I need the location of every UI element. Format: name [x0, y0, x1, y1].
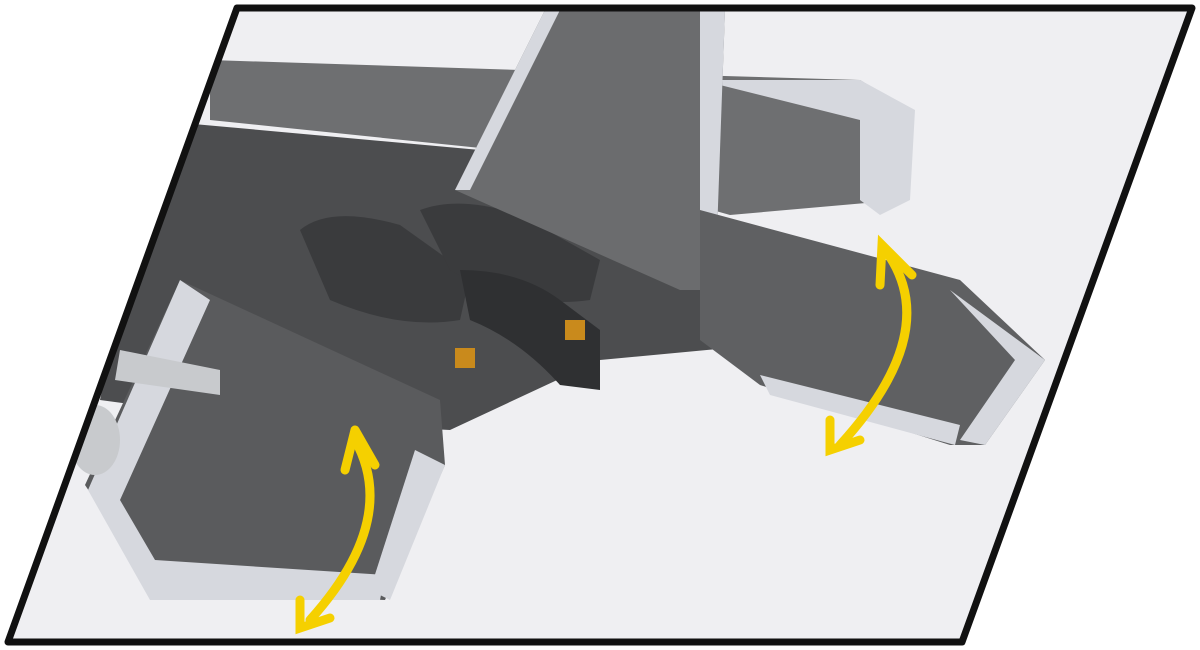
frame-border: [4, 4, 1196, 646]
nozzle-accent: [455, 348, 475, 368]
arrow-left-icon: [295, 425, 380, 635]
arrow-right-icon: [825, 234, 917, 457]
aircraft-model: [70, 10, 1045, 635]
engine-left: [300, 216, 470, 323]
